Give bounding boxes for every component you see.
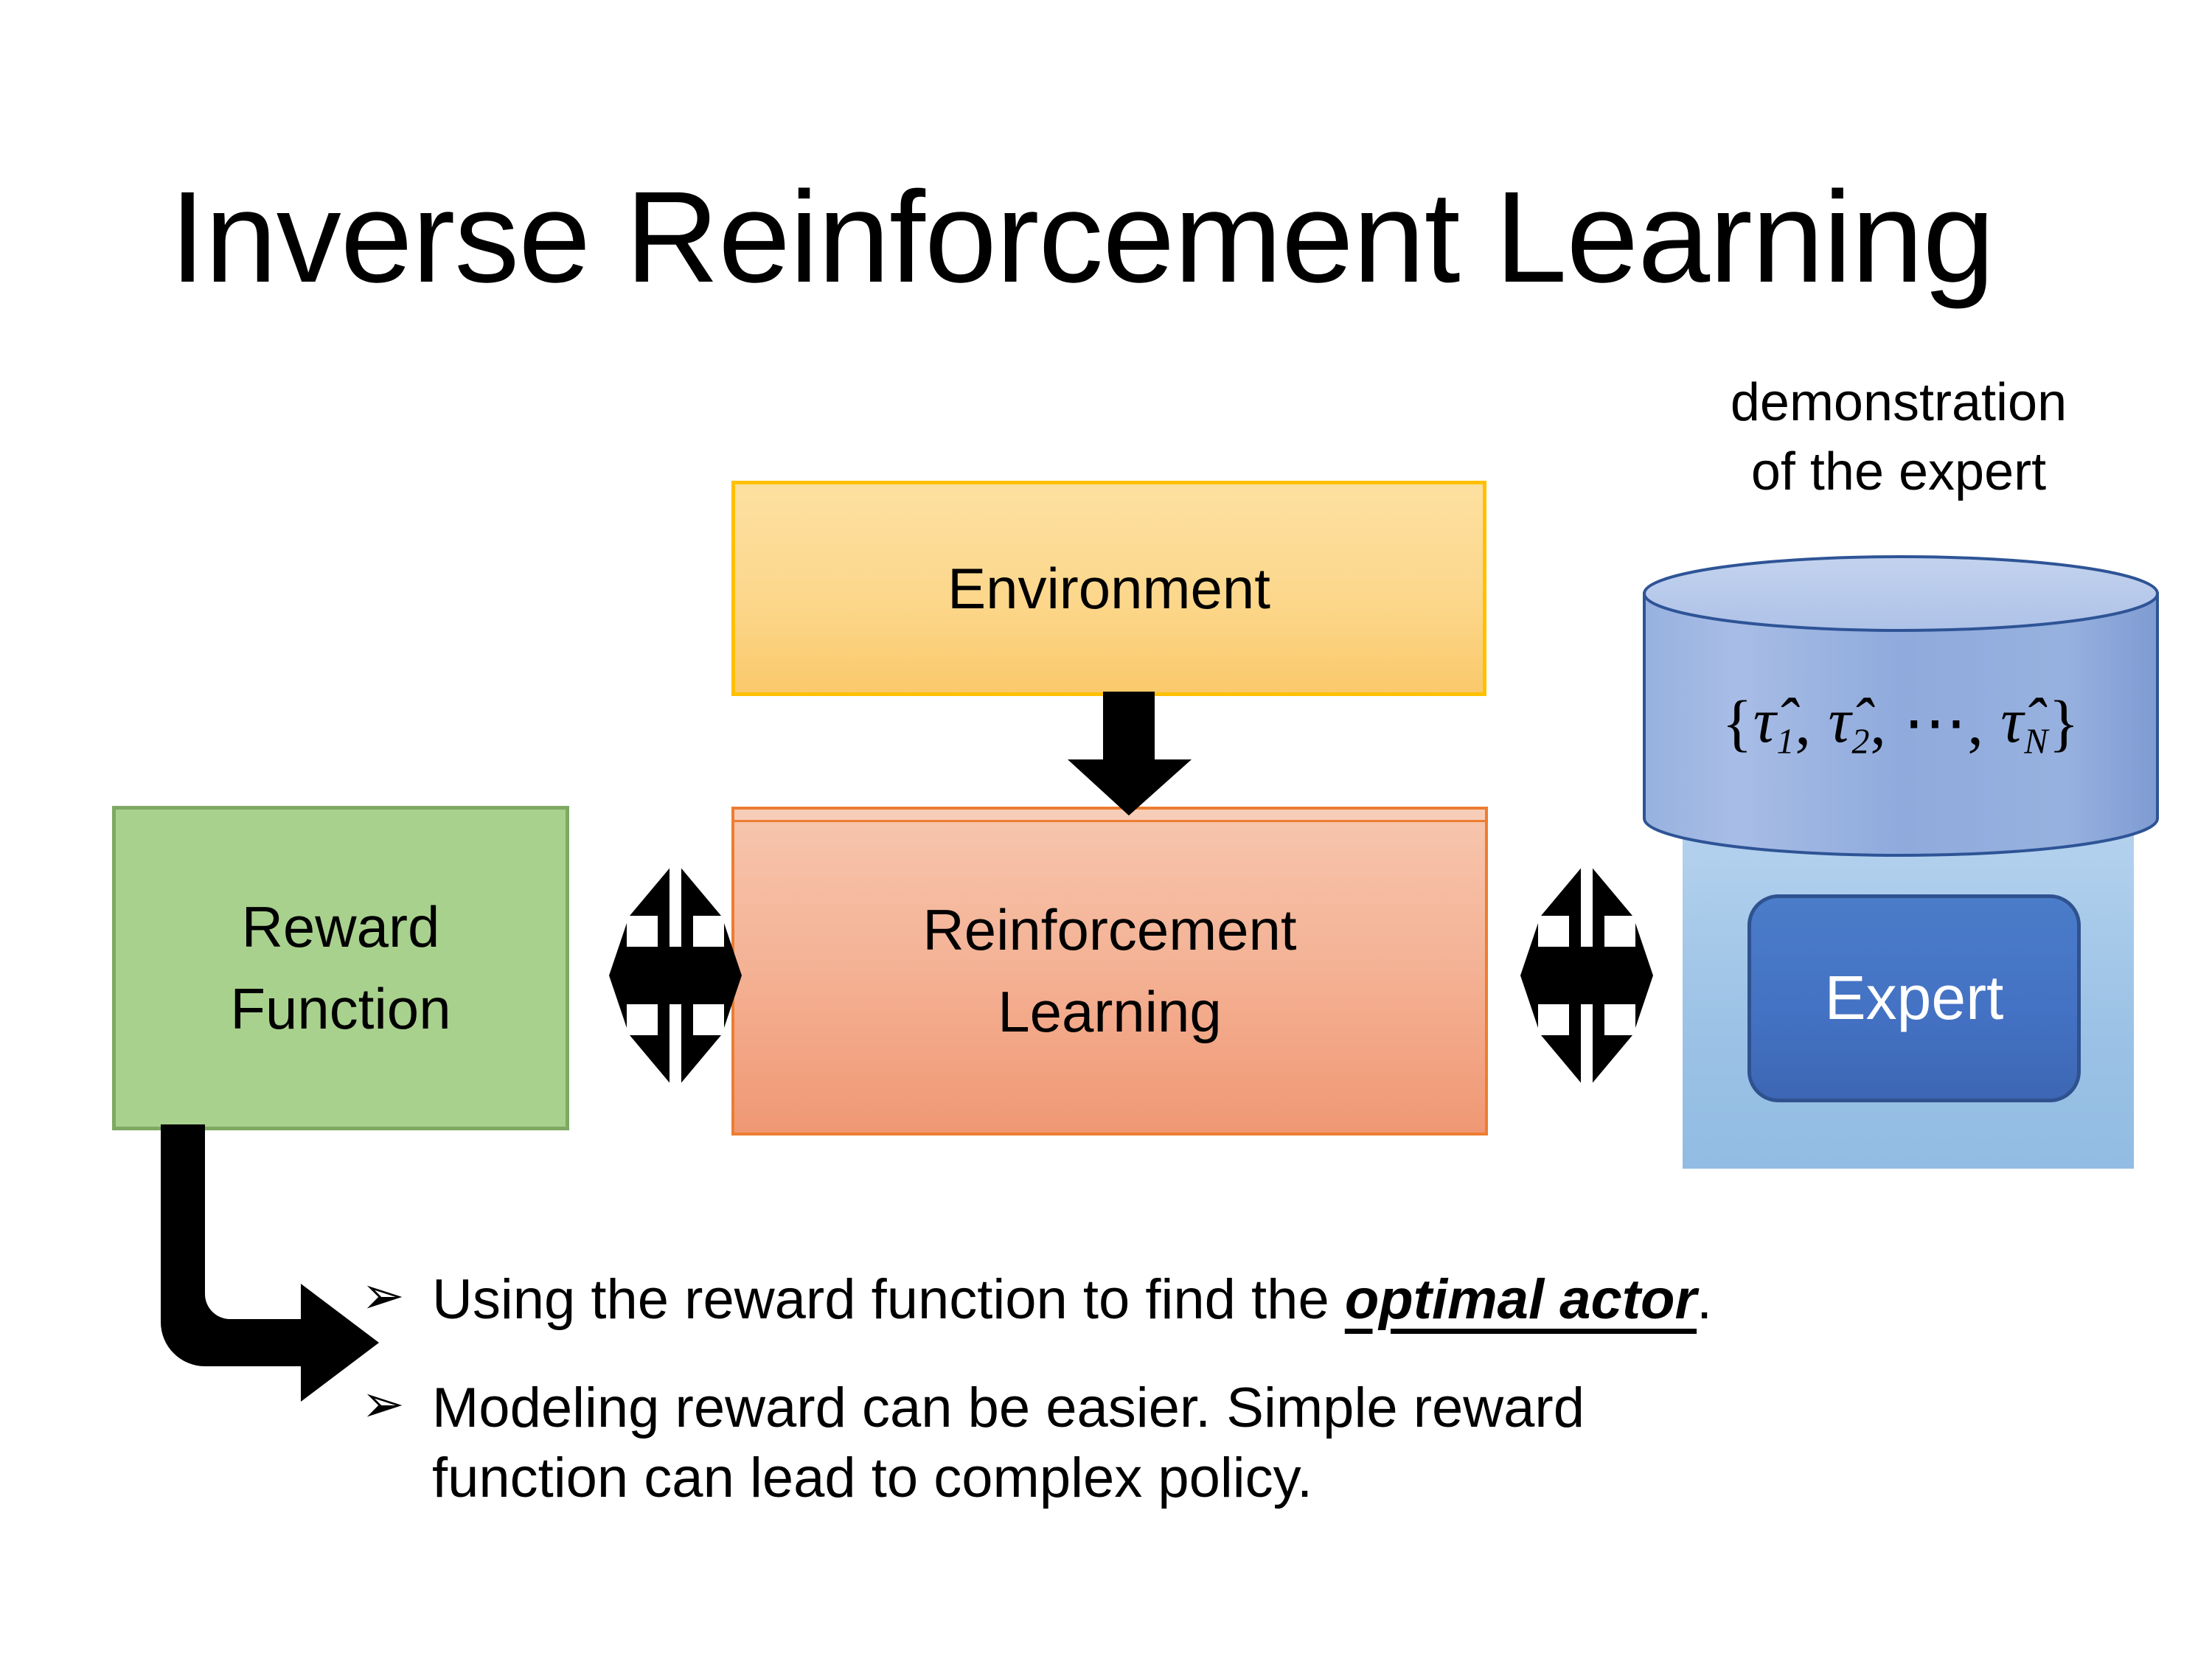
list-item: ➢ Modeling reward can be easier. Simple … bbox=[361, 1373, 2131, 1513]
bullet-1-emphasis: optimal actor bbox=[1344, 1268, 1697, 1331]
expert-node-label: Expert bbox=[1824, 963, 2004, 1033]
formula-tau-1: τ̂1 bbox=[1753, 684, 1795, 762]
trajectory-set-formula: {τ̂1, τ̂2, ⋯, τ̂N} bbox=[1643, 667, 2159, 778]
demonstration-caption-line2: of the expert bbox=[1750, 442, 2047, 501]
environment-node-label: Environment bbox=[947, 555, 1270, 621]
formula-close-brace: } bbox=[2048, 687, 2080, 758]
reward-function-node-label: Reward Function bbox=[230, 886, 451, 1050]
expert-node[interactable]: Expert bbox=[1747, 894, 2081, 1102]
bullet-1-suffix: . bbox=[1697, 1268, 1713, 1331]
bullet-1-prefix: Using the reward function to find the bbox=[432, 1268, 1345, 1331]
reward-label-line2: Function bbox=[230, 976, 451, 1041]
reward-label-line1: Reward bbox=[241, 894, 440, 960]
page-title: Inverse Reinforcement Learning bbox=[170, 165, 1994, 310]
bullet-list: ➢ Using the reward function to find the … bbox=[361, 1265, 2131, 1551]
quad-arrow-icon-rl-expert bbox=[1520, 861, 1653, 1090]
down-arrow-icon bbox=[1068, 692, 1192, 815]
formula-comma-1: , bbox=[1795, 687, 1829, 758]
rl-label-line2: Learning bbox=[998, 979, 1222, 1044]
formula-tau-2: τ̂2 bbox=[1828, 684, 1871, 762]
bullet-text: Modeling reward can be easier. Simple re… bbox=[432, 1373, 1796, 1513]
environment-node[interactable]: Environment bbox=[731, 481, 1486, 696]
reinforcement-learning-node[interactable]: Reinforcement Learning bbox=[731, 807, 1488, 1135]
demonstration-caption-line1: demonstration bbox=[1730, 373, 2067, 432]
bullet-2-prefix: Modeling reward can be easier. Simple re… bbox=[432, 1377, 1585, 1509]
demonstration-cylinder bbox=[1643, 555, 2159, 857]
bent-elbow-arrow-icon bbox=[161, 1124, 379, 1402]
formula-ellipsis: , ⋯, bbox=[1870, 687, 2001, 758]
bullet-text: Using the reward function to find the op… bbox=[432, 1265, 1712, 1335]
reinforcement-learning-node-label: Reinforcement Learning bbox=[922, 889, 1296, 1053]
bullet-marker-icon: ➢ bbox=[361, 1375, 405, 1433]
formula-open-brace: { bbox=[1722, 687, 1753, 758]
demonstration-caption: demonstration of the expert bbox=[1630, 369, 2168, 507]
reward-function-node[interactable]: Reward Function bbox=[112, 806, 569, 1130]
list-item: ➢ Using the reward function to find the … bbox=[361, 1265, 2131, 1335]
rl-label-line1: Reinforcement bbox=[922, 897, 1297, 963]
formula-tau-n: τ̂N bbox=[2000, 684, 2049, 762]
quad-arrow-icon-reward-rl bbox=[609, 861, 742, 1090]
bullet-marker-icon: ➢ bbox=[361, 1267, 405, 1324]
